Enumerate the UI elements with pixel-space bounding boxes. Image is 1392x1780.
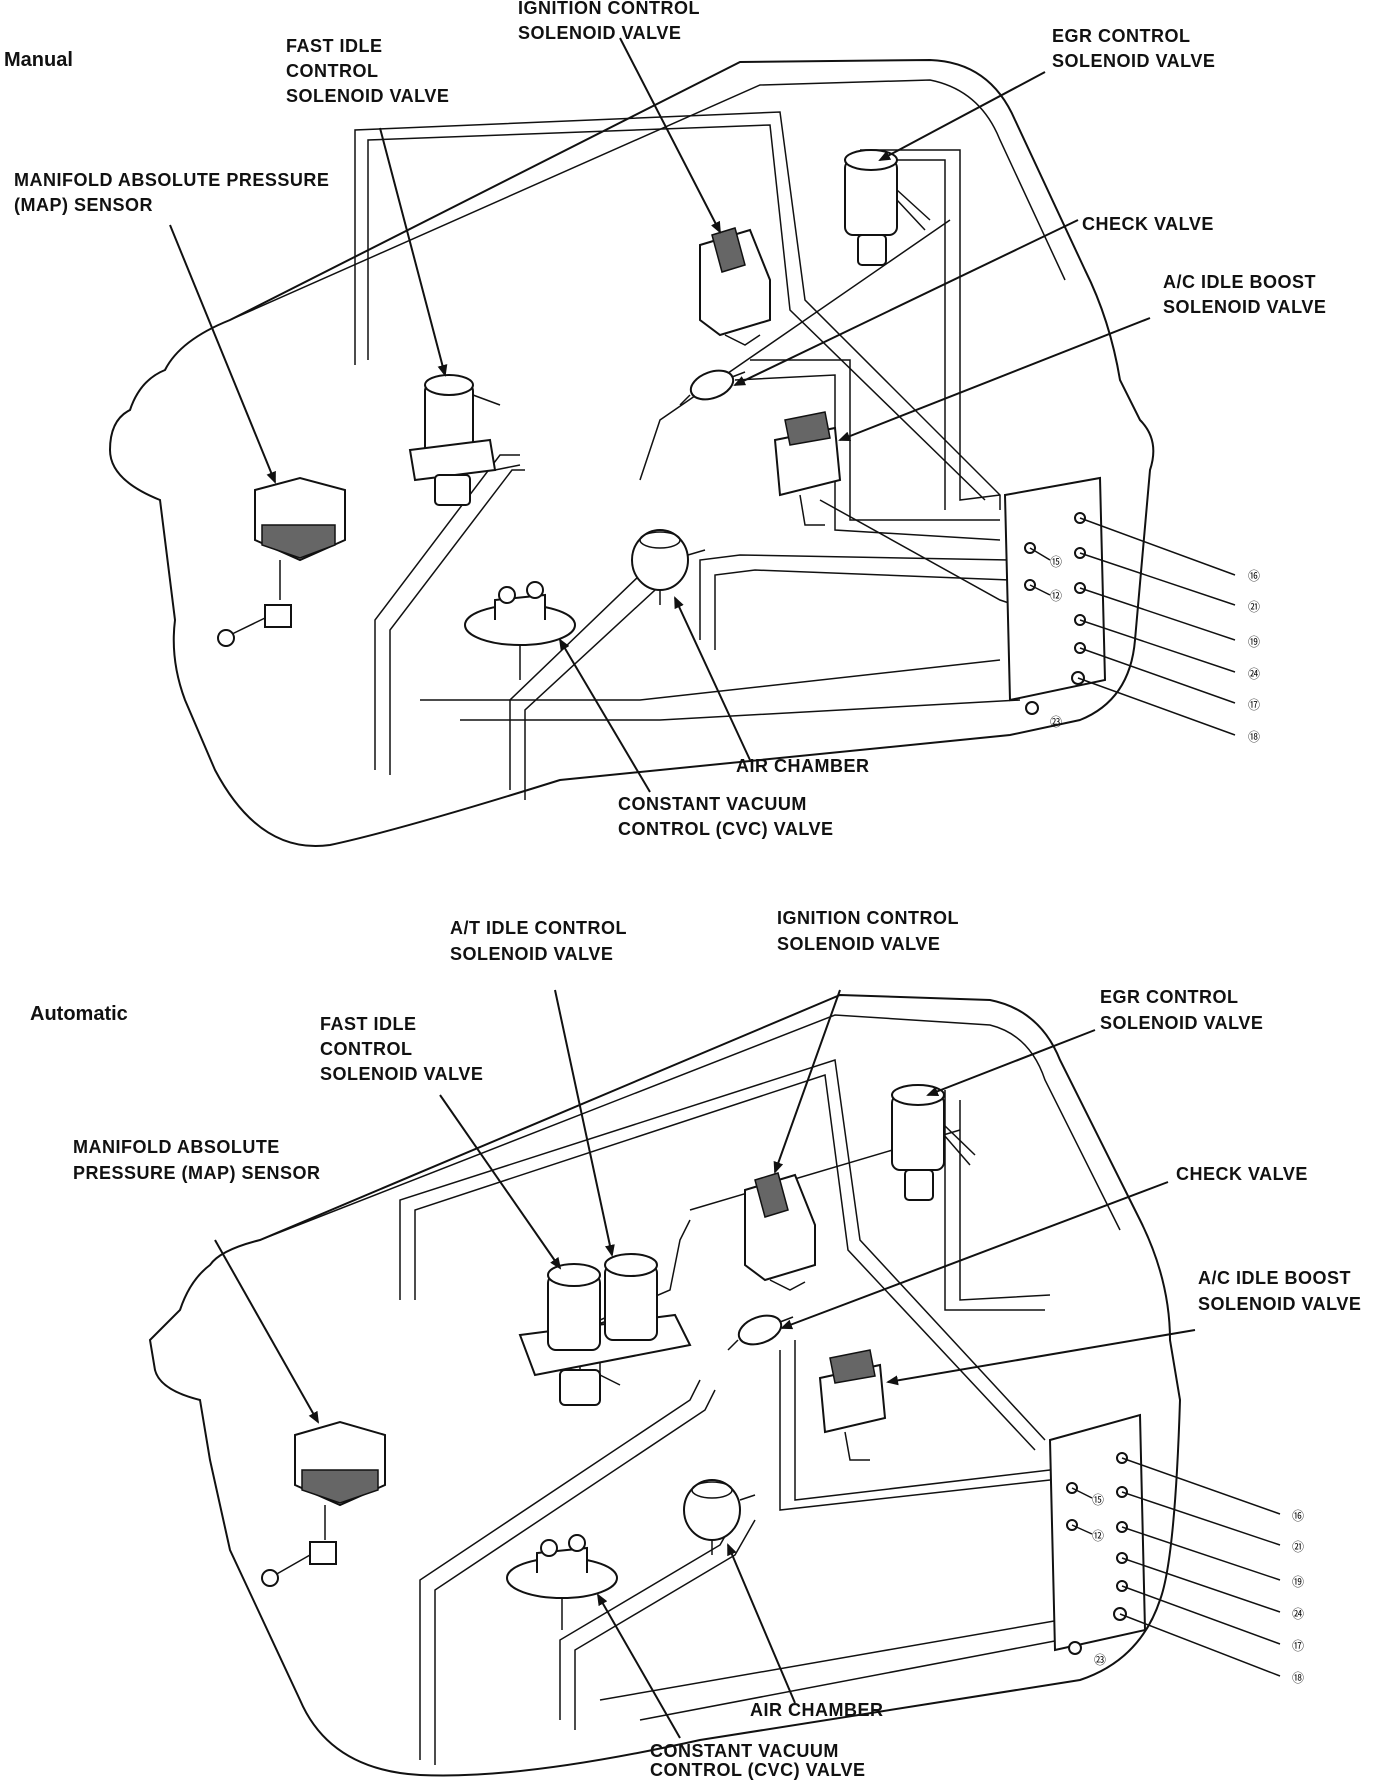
manual-check-valve-label: CHECK VALVE: [1082, 214, 1214, 234]
automatic-at-idle-label-1: A/T IDLE CONTROL: [450, 918, 627, 938]
automatic-port-19: ⑲: [1292, 1575, 1304, 1589]
manual-port-18: ⑱: [1248, 730, 1260, 744]
automatic-port-23: ㉓: [1094, 1653, 1106, 1667]
automatic-leaders: [214, 989, 1196, 1739]
manual-section: Manual: [4, 0, 1326, 847]
manual-cvc-label-1: CONSTANT VACUUM: [618, 794, 807, 814]
automatic-at-idle-label-2: SOLENOID VALVE: [450, 944, 613, 964]
manual-port-leaders: [1029, 517, 1236, 736]
automatic-ac-label-2: SOLENOID VALVE: [1198, 1294, 1361, 1314]
automatic-engine-inner-edge: [259, 1014, 1121, 1241]
automatic-labels: A/T IDLE CONTROL SOLENOID VALVE IGNITION…: [73, 908, 1361, 1780]
automatic-port-leaders: [1071, 1457, 1281, 1677]
manual-port-24: ㉔: [1248, 667, 1260, 681]
manual-port-23: ㉓: [1050, 715, 1062, 729]
manual-air-chamber: [631, 529, 706, 605]
manual-labels: IGNITION CONTROL SOLENOID VALVE FAST IDL…: [14, 0, 1326, 839]
automatic-ignition-label-1: IGNITION CONTROL: [777, 908, 959, 928]
automatic-port-12: ⑫: [1092, 1529, 1104, 1543]
automatic-ignition-control-valve: [744, 1172, 816, 1291]
automatic-hoses: [399, 1059, 1061, 1765]
manual-cvc-label-2: CONTROL (CVC) VALVE: [618, 819, 834, 839]
automatic-port-15: ⑮: [1092, 1493, 1104, 1507]
automatic-fast-idle-label-2: CONTROL: [320, 1039, 413, 1059]
automatic-port-21: ㉑: [1292, 1540, 1304, 1554]
automatic-cvc-valve: [506, 1534, 618, 1630]
manual-ignition-label-2: SOLENOID VALVE: [518, 23, 681, 43]
manual-cvc-valve: [464, 581, 576, 680]
automatic-map-label-2: PRESSURE (MAP) SENSOR: [73, 1163, 321, 1183]
automatic-fast-idle-label-3: SOLENOID VALVE: [320, 1064, 483, 1084]
manual-hoses: [354, 111, 1031, 800]
automatic-fast-idle-label-1: FAST IDLE: [320, 1014, 417, 1034]
manual-map-sensor: [217, 476, 346, 647]
manual-port-17: ⑰: [1248, 698, 1260, 712]
automatic-egr-valve: [891, 1084, 976, 1201]
automatic-air-chamber: [683, 1479, 756, 1555]
manual-port-15: ⑮: [1050, 555, 1062, 569]
manual-fast-idle-label-1: FAST IDLE: [286, 36, 383, 56]
manual-port-16: ⑯: [1248, 569, 1260, 583]
automatic-check-valve: [727, 1314, 794, 1351]
manual-ac-label-1: A/C IDLE BOOST: [1163, 272, 1316, 292]
manual-engine-outline: [108, 58, 1155, 847]
automatic-port-plate: [1048, 1413, 1147, 1655]
automatic-air-chamber-label: AIR CHAMBER: [750, 1700, 884, 1720]
manual-egr-valve: [844, 149, 931, 266]
manual-air-chamber-label: AIR CHAMBER: [736, 756, 870, 776]
automatic-cvc-label-1: CONSTANT VACUUM: [650, 1741, 839, 1761]
manual-fast-idle-label-2: CONTROL: [286, 61, 379, 81]
automatic-map-sensor: [261, 1420, 386, 1587]
automatic-egr-label-2: SOLENOID VALVE: [1100, 1013, 1263, 1033]
automatic-title: Automatic: [30, 1003, 128, 1025]
automatic-ac-label-1: A/C IDLE BOOST: [1198, 1268, 1351, 1288]
automatic-port-24: ㉔: [1292, 1607, 1304, 1621]
manual-port-21: ㉑: [1248, 600, 1260, 614]
manual-title: Manual: [4, 49, 73, 71]
manual-fast-idle-valve: [408, 374, 521, 506]
automatic-engine-outline: [148, 993, 1182, 1777]
manual-port-numbers: ⑯ ㉑ ⑲ ㉔ ⑰ ⑱ ⑮ ⑫ ㉓: [1050, 555, 1260, 744]
automatic-port-16: ⑯: [1292, 1509, 1304, 1523]
manual-map-label-2: (MAP) SENSOR: [14, 195, 153, 215]
manual-leaders: [169, 37, 1151, 793]
manual-fast-idle-label-3: SOLENOID VALVE: [286, 86, 449, 106]
manual-ignition-control-valve: [699, 227, 771, 346]
automatic-ignition-label-2: SOLENOID VALVE: [777, 934, 940, 954]
manual-map-label-1: MANIFOLD ABSOLUTE PRESSURE: [14, 170, 329, 190]
automatic-port-17: ⑰: [1292, 1639, 1304, 1653]
automatic-map-label-1: MANIFOLD ABSOLUTE: [73, 1137, 280, 1157]
manual-egr-label-2: SOLENOID VALVE: [1052, 51, 1215, 71]
manual-engine-inner-edge: [229, 79, 1066, 321]
manual-ac-label-2: SOLENOID VALVE: [1163, 297, 1326, 317]
manual-ac-idle-boost-valve: [773, 411, 842, 526]
automatic-port-numbers: ⑯ ㉑ ⑲ ㉔ ⑰ ⑱ ⑮ ⑫ ㉓: [1092, 1493, 1304, 1685]
manual-egr-label-1: EGR CONTROL: [1052, 26, 1191, 46]
automatic-port-18: ⑱: [1292, 1671, 1304, 1685]
automatic-egr-label-1: EGR CONTROL: [1100, 987, 1239, 1007]
automatic-cvc-label-2: CONTROL (CVC) VALVE: [650, 1760, 866, 1780]
manual-port-19: ⑲: [1248, 635, 1260, 649]
automatic-check-valve-label: CHECK VALVE: [1176, 1164, 1308, 1184]
automatic-idle-valve-pair: [518, 1253, 692, 1406]
automatic-section: Automatic: [30, 908, 1361, 1780]
manual-ignition-label-1: IGNITION CONTROL: [518, 0, 700, 18]
manual-port-12: ⑫: [1050, 589, 1062, 603]
automatic-ac-idle-boost-valve: [818, 1349, 887, 1461]
